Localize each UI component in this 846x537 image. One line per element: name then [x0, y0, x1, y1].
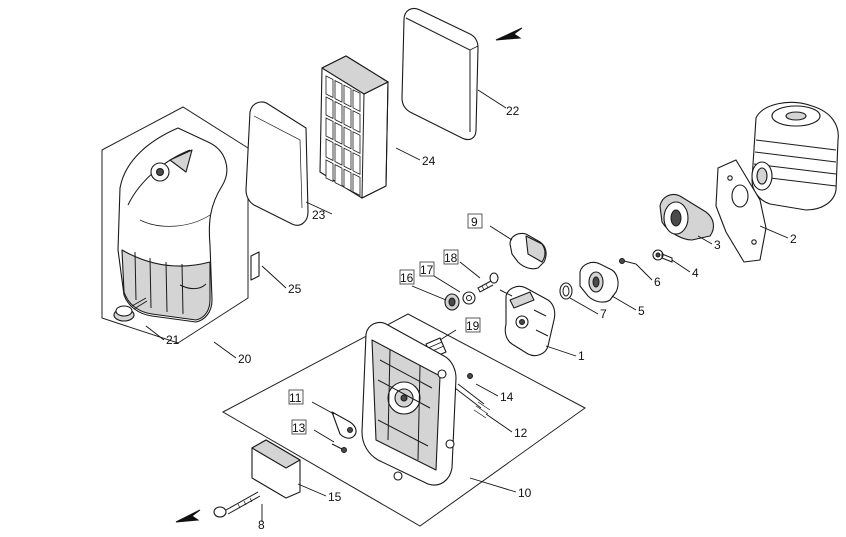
- filter-grid-cell: [334, 142, 343, 166]
- label-part-5: 5: [638, 304, 645, 318]
- label-part-22: 22: [506, 104, 520, 118]
- label-part-17: 17: [420, 263, 434, 277]
- label-part-15: 15: [328, 490, 342, 504]
- intake-insulator: [659, 193, 715, 241]
- label-part-24: 24: [422, 154, 436, 168]
- filter-grid-cell: [325, 75, 334, 99]
- label-part-2: 2: [790, 232, 797, 246]
- filter-grid-cell: [325, 96, 334, 120]
- direction-arrow-upper: [495, 27, 523, 41]
- filter-grid-cell: [325, 117, 334, 141]
- label-part-7: 7: [600, 307, 607, 321]
- washer-17: [462, 291, 476, 305]
- filter-grid-cell: [325, 159, 334, 183]
- filter-grid-cell: [343, 105, 352, 129]
- label-part-20: 20: [238, 352, 252, 366]
- cover-knob: [113, 297, 148, 322]
- label-part-14: 14: [500, 390, 514, 404]
- label-part-21: 21: [166, 333, 180, 347]
- label-part-23: 23: [312, 208, 326, 222]
- base-assembly-frame: [221, 313, 586, 527]
- label-part-13: 13: [292, 421, 306, 435]
- label-sticker: [250, 251, 260, 281]
- part-labels: 1 2 3 4 5 6 7 8 9 10 11 12 13 14 15 16 1…: [166, 104, 797, 532]
- carburetor: [499, 285, 556, 357]
- filter-grid-cell: [352, 110, 361, 133]
- label-part-8: 8: [258, 518, 265, 532]
- screw-13: [331, 443, 347, 453]
- bracket-plate: [251, 439, 301, 499]
- label-part-1: 1: [578, 349, 585, 363]
- screw-6: [619, 258, 637, 265]
- label-part-16: 16: [400, 271, 414, 285]
- filter-grid-cell: [352, 152, 361, 175]
- filter-grid-cell: [325, 138, 334, 162]
- label-part-25: 25: [288, 282, 302, 296]
- label-part-4: 4: [692, 266, 699, 280]
- filter-grid-cell: [334, 121, 343, 145]
- screw-18: [477, 272, 499, 293]
- label-part-19: 19: [466, 319, 480, 333]
- filter-grid-cell: [334, 163, 343, 187]
- label-boxes: [288, 213, 483, 435]
- label-part-6: 6: [654, 275, 661, 289]
- filter-grid-cell: [352, 89, 361, 112]
- pipe-9: [509, 232, 547, 270]
- label-part-12: 12: [514, 426, 528, 440]
- filter-pad: [401, 7, 479, 141]
- direction-arrow-lower: [175, 509, 201, 523]
- filter-grid-cell: [343, 147, 352, 171]
- filter-grid-cell: [334, 100, 343, 124]
- engine-cylinder: [751, 101, 839, 211]
- choke-lever: [331, 411, 357, 439]
- leader-lines: [145, 89, 789, 522]
- bolt-4: [652, 249, 673, 263]
- filter-grid-cell: [352, 173, 361, 196]
- pin-and-spring: [454, 373, 491, 419]
- filter-element: [319, 55, 389, 199]
- air-cleaner-base: [361, 321, 457, 486]
- cover-assembly-frame: [101, 106, 249, 344]
- label-part-3: 3: [714, 238, 721, 252]
- filter-frame: [245, 101, 309, 226]
- filter-grid-cell: [334, 79, 343, 103]
- label-part-18: 18: [444, 251, 458, 265]
- label-part-10: 10: [518, 486, 532, 500]
- filter-grid-cell: [343, 168, 352, 192]
- grommet-16: [444, 293, 460, 311]
- air-cleaner-cover: [117, 127, 228, 323]
- filter-grid-cell: [343, 126, 352, 150]
- label-part-9: 9: [471, 215, 478, 229]
- insulator-gasket: [715, 159, 767, 263]
- label-part-11: 11: [289, 391, 302, 405]
- filter-grid-cell: [343, 84, 352, 108]
- filter-grid-cell: [352, 131, 361, 154]
- oring-7: [559, 282, 573, 300]
- intake-manifold: [579, 261, 619, 303]
- long-bolt: [213, 491, 261, 518]
